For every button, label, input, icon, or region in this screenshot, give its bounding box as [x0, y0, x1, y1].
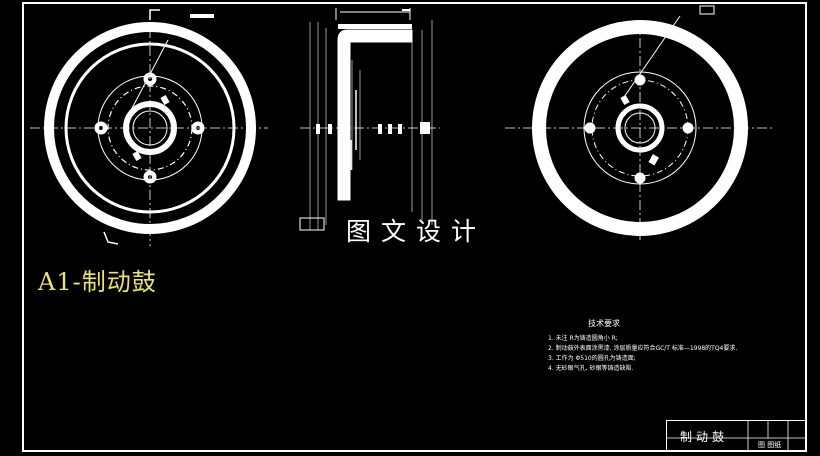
title-block-code: 图 图纸: [758, 441, 782, 449]
tech-requirement-item: 1. 未注 R为铸造圆角小 R;: [548, 335, 618, 342]
tech-requirement-item: 2. 制动鼓外表面涂黑漆, 涂层质量应符合GC/T 标准—1998的TQ4要求.: [548, 345, 738, 352]
title-block-name: 制动鼓: [680, 430, 729, 444]
section-view: [299, 8, 440, 231]
tech-requirements-list: 1. 未注 R为铸造圆角小 R; 2. 制动鼓外表面涂黑漆, 涂层质量应符合GC…: [548, 334, 737, 374]
part-label: A1-制动鼓: [38, 268, 157, 296]
drawing-frame: [22, 2, 807, 452]
tech-requirements-title: 技术要求: [588, 319, 620, 328]
tech-requirement-item: 4. 无砂眼气孔, 砂眼等铸造缺陷.: [548, 365, 634, 372]
front-view-left: [30, 9, 268, 246]
watermark-text: 图文设计: [346, 217, 487, 246]
drum-profile-section: [337, 29, 413, 201]
leader-line: [129, 39, 169, 113]
tech-requirement-item: 3. 工作为 Φ510的圆孔为铸造面;: [548, 355, 636, 362]
rear-view-right: [505, 5, 775, 240]
title-block-lines: [666, 420, 806, 452]
title-block: [666, 420, 806, 452]
